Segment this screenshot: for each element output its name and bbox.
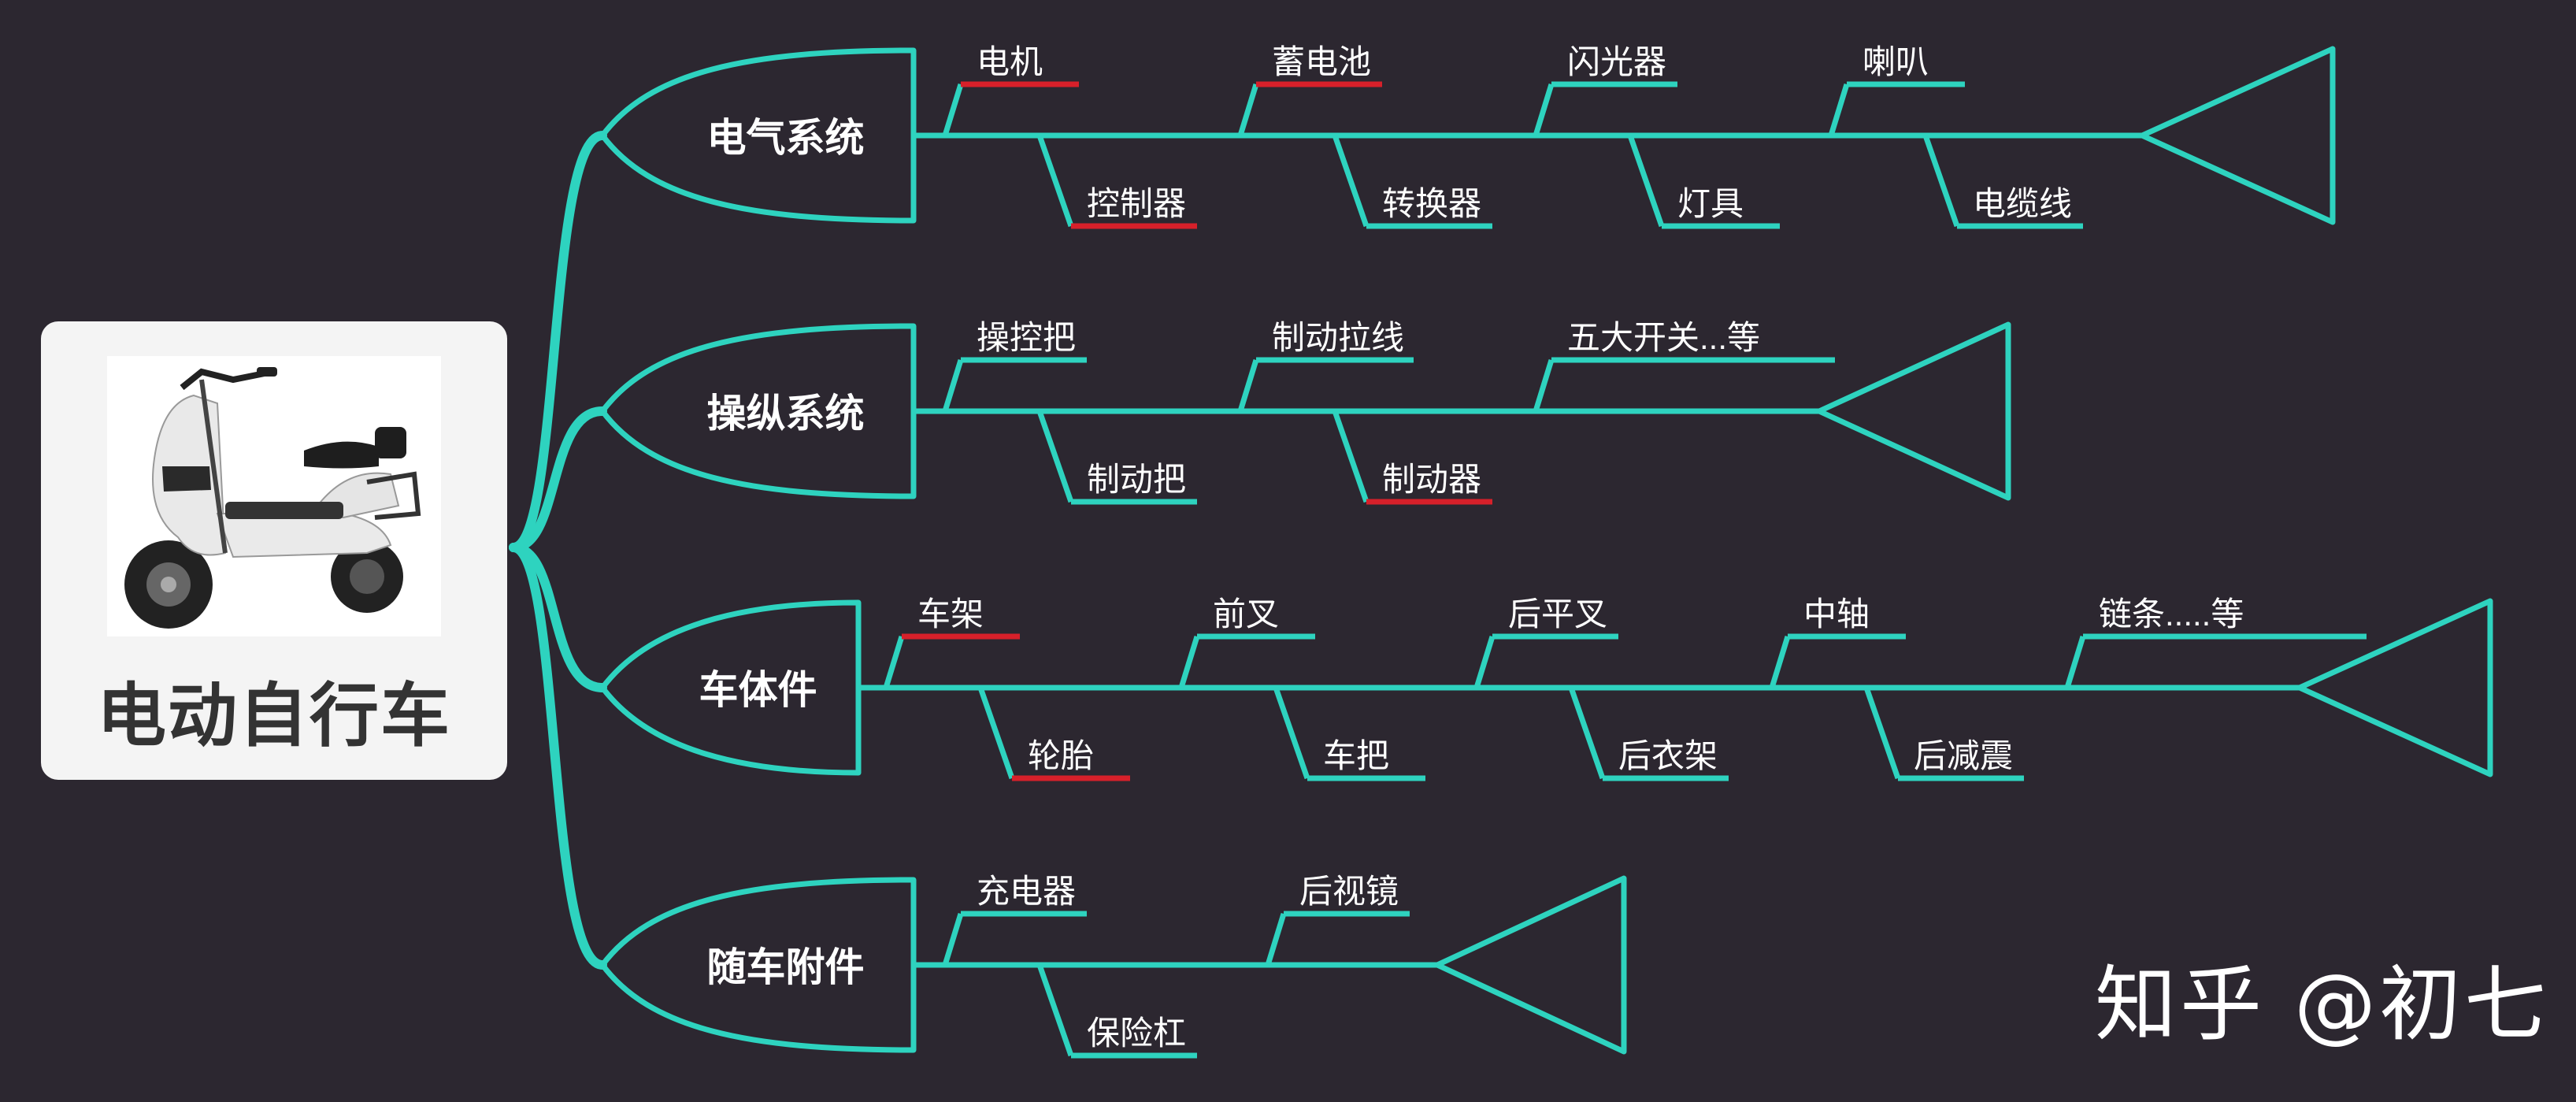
bone-line: [1922, 134, 1960, 228]
bone-label: 电缆线: [1973, 185, 2072, 222]
bone-line: [1237, 83, 1259, 137]
bone-label: 制动拉线: [1272, 319, 1404, 356]
bone-item: 后衣架: [1568, 686, 1729, 781]
root-connectors: [509, 131, 607, 970]
bone-label: 轮胎: [1028, 737, 1094, 774]
bone-item: 喇叭: [1828, 43, 1965, 137]
bone-line: [1533, 358, 1555, 413]
branch-tail: [2139, 46, 2336, 225]
bone-label: 保险杠: [1087, 1015, 1186, 1052]
bone-label: 充电器: [977, 873, 1076, 910]
bone-line: [1036, 410, 1074, 503]
root-title: 电动自行车: [96, 677, 451, 755]
bone-label: 控制器: [1087, 185, 1186, 222]
bone-line: [1265, 912, 1287, 967]
root-connector: [509, 131, 607, 552]
bone-line: [883, 635, 905, 689]
bone-item: 充电器: [942, 873, 1087, 967]
bone-item: 制动器: [1332, 410, 1492, 505]
bone-item: 保险杠: [1036, 963, 1197, 1059]
root-node: 电动自行车: [41, 321, 507, 780]
bone-item: 电机: [942, 43, 1079, 137]
bone-item: 控制器: [1036, 134, 1197, 229]
bone-label: 后衣架: [1618, 737, 1718, 774]
bone-line: [1237, 358, 1259, 413]
root-connector: [509, 543, 607, 970]
bone-item: 蓄电池: [1237, 43, 1382, 137]
bone-label: 制动把: [1087, 461, 1186, 498]
bone-line: [1473, 635, 1496, 689]
bone-line: [1273, 686, 1310, 780]
bone-item: 轮胎: [977, 686, 1130, 781]
bone-label: 车把: [1323, 737, 1389, 774]
bone-item: 灯具: [1627, 134, 1780, 229]
bone-line: [1533, 83, 1555, 137]
bone-label: 中轴: [1803, 596, 1870, 633]
bone-label: 车架: [917, 596, 984, 633]
branch-tail: [2296, 598, 2493, 777]
bone-line: [1828, 83, 1850, 137]
bone-line: [1769, 635, 1791, 689]
branch-title: 随车附件: [707, 945, 865, 989]
bone-label: 电机: [977, 43, 1043, 80]
bone-label: 闪光器: [1567, 43, 1666, 80]
bone-label: 转换器: [1382, 185, 1481, 222]
bone-label: 灯具: [1677, 185, 1744, 222]
bone-line: [2064, 635, 2086, 689]
bone-label: 后视镜: [1299, 873, 1399, 910]
branch-tail: [1434, 875, 1627, 1055]
bone-line: [1332, 134, 1370, 228]
bone-item: 后减震: [1863, 686, 2024, 781]
bone-line: [1627, 134, 1665, 228]
root-connector: [509, 543, 607, 692]
bone-label: 后平叉: [1508, 596, 1607, 633]
bone-label: 后减震: [1914, 737, 2013, 774]
bone-line: [942, 358, 964, 413]
bone-item: 车把: [1273, 686, 1425, 781]
bone-line: [1332, 410, 1370, 503]
bone-item: 前叉: [1178, 596, 1315, 689]
bone-label: 喇叭: [1863, 43, 1929, 80]
bone-line: [942, 912, 964, 967]
bone-label: 操控把: [977, 319, 1076, 356]
bone-item: 中轴: [1769, 596, 1906, 689]
bone-item: 车架: [883, 596, 1020, 689]
bone-line: [1178, 635, 1200, 689]
bone-label: 制动器: [1382, 461, 1481, 498]
watermark: 知乎 @初七: [2095, 956, 2550, 1052]
bone-item: 电缆线: [1922, 134, 2083, 229]
bone-item: 制动拉线: [1237, 319, 1414, 413]
bone-item: 制动把: [1036, 410, 1197, 505]
bone-label: 前叉: [1213, 596, 1279, 633]
bone-item: 后平叉: [1473, 596, 1618, 689]
bone-item: 五大开关...等: [1533, 319, 1835, 413]
bone-item: 后视镜: [1265, 873, 1410, 967]
electric-scooter-photo: [107, 356, 441, 636]
bone-label: 链条.....等: [2099, 596, 2244, 633]
bone-line: [1036, 134, 1074, 228]
bone-item: 链条.....等: [2064, 596, 2367, 689]
bone-line: [1863, 686, 1901, 780]
bone-line: [977, 686, 1015, 780]
branch-title: 车体件: [699, 668, 817, 712]
bone-item: 转换器: [1332, 134, 1492, 229]
branch-tail: [1816, 321, 2011, 501]
bone-line: [1036, 963, 1074, 1057]
bone-label: 五大开关...等: [1567, 319, 1760, 356]
bone-item: 操控把: [942, 319, 1087, 413]
bone-line: [1568, 686, 1606, 780]
bone-item: 闪光器: [1533, 43, 1677, 137]
branch-title: 电气系统: [707, 116, 865, 160]
bone-label: 蓄电池: [1272, 43, 1371, 80]
root-connector: [509, 406, 607, 552]
bone-line: [942, 83, 964, 137]
branch-title: 操纵系统: [707, 391, 865, 436]
